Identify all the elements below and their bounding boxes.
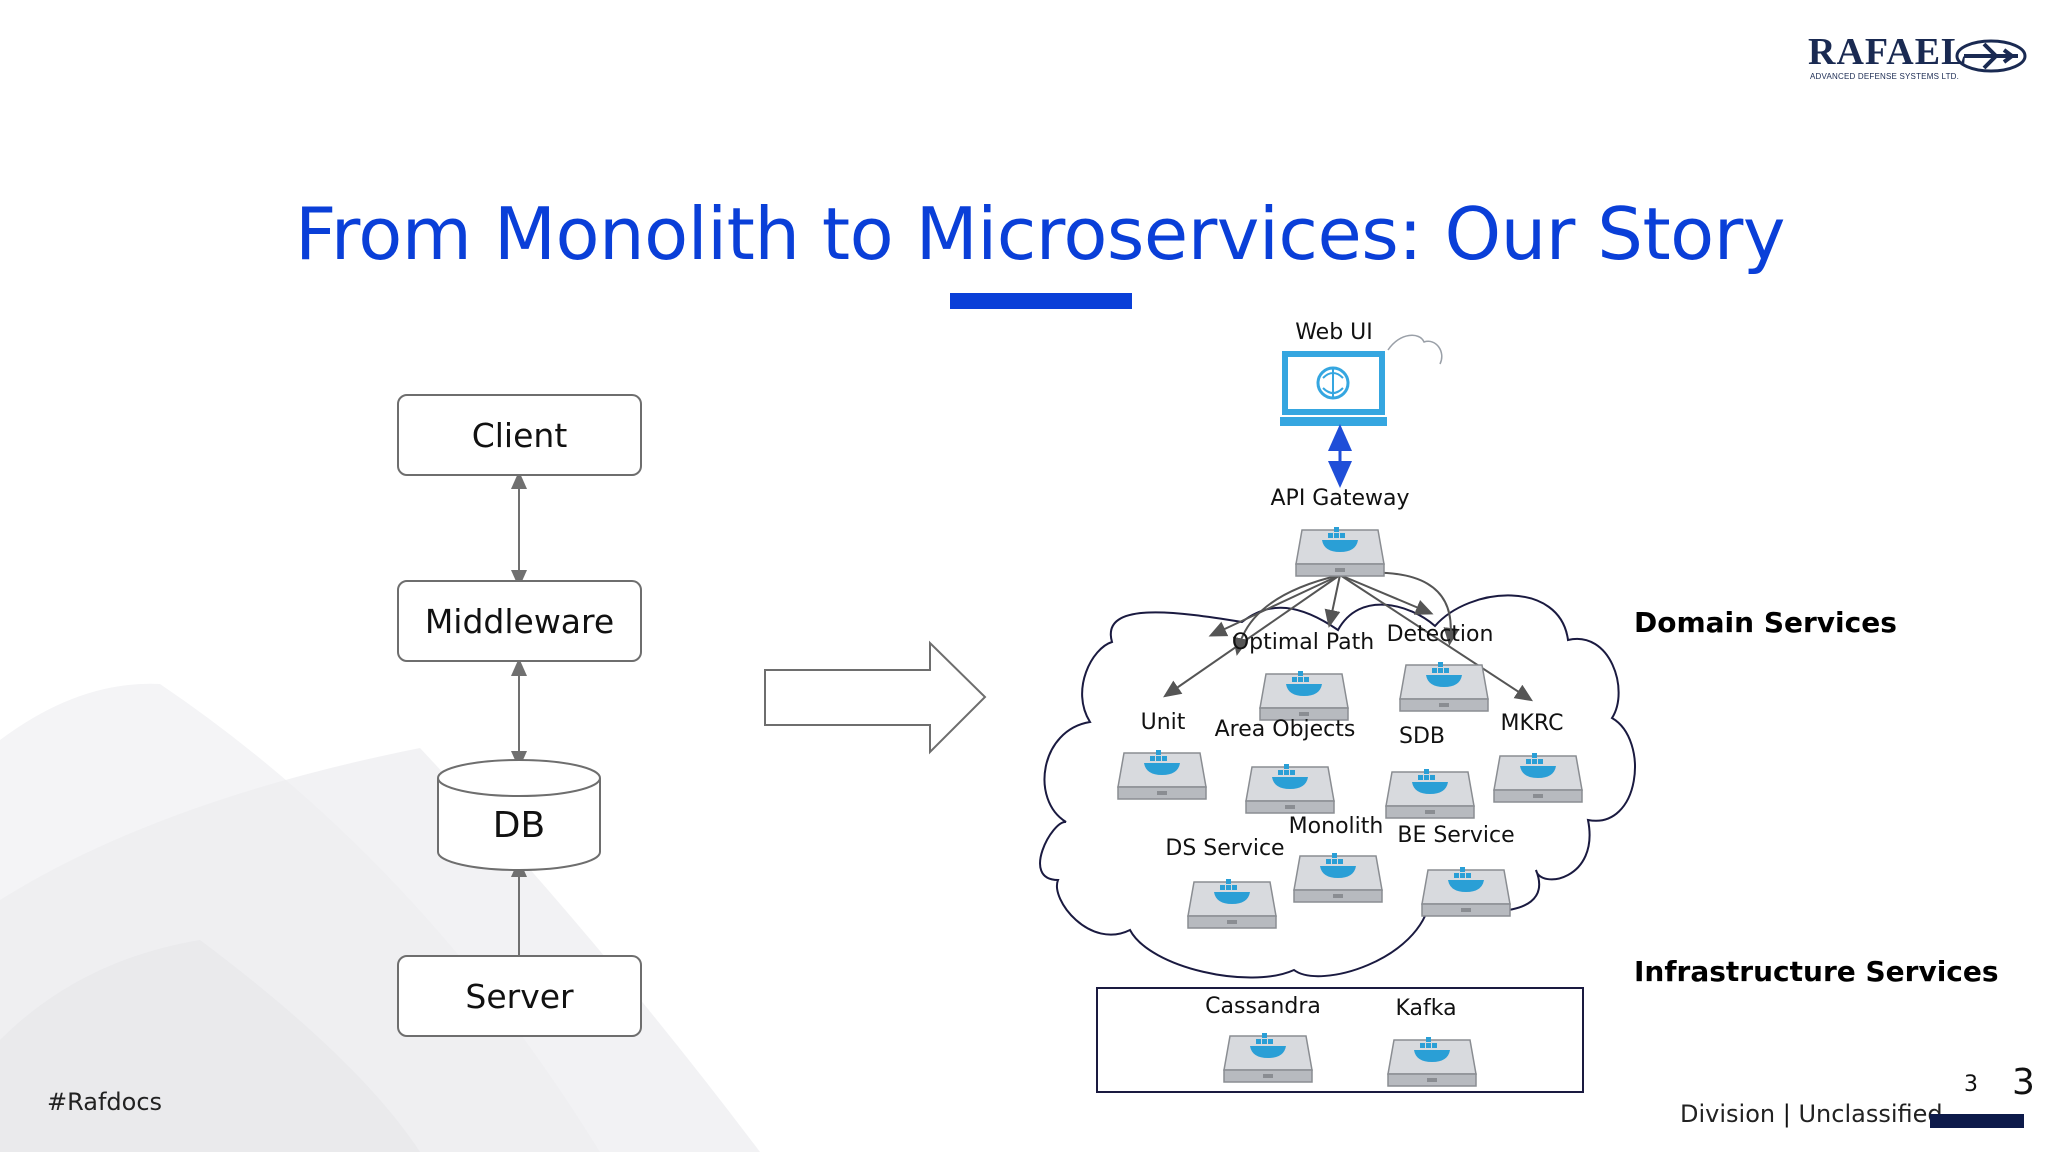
web-ui-monitor-icon <box>1280 334 1443 426</box>
logo-wordmark: RAFAEL <box>1808 31 1968 73</box>
footer-division: Division <box>1680 1100 1776 1128</box>
title-underline <box>950 293 1132 309</box>
infrastructure-services-box <box>1096 987 1584 1093</box>
footer-class-value: Unclassified <box>1798 1100 1943 1128</box>
middleware-box: Middleware <box>397 580 642 662</box>
domain-services-label: Domain Services <box>1634 606 1897 639</box>
db-cylinder <box>437 759 601 871</box>
optimal-path-label: Optimal Path <box>1231 630 1375 655</box>
sdb-label: SDB <box>1399 724 1445 749</box>
monolith-label: Monolith <box>1288 814 1384 839</box>
sdb-server-icon <box>1385 768 1475 819</box>
server-box: Server <box>397 955 642 1037</box>
footer-separator: | <box>1782 1100 1791 1128</box>
page-number-small: 3 <box>1964 1072 1978 1097</box>
area-objects-label: Area Objects <box>1214 717 1356 742</box>
transition-arrow <box>764 640 987 755</box>
infrastructure-services-label: Infrastructure Services <box>1634 955 1999 988</box>
api-gateway-server-icon <box>1295 526 1385 577</box>
footer-tag: #Rafdocs <box>47 1088 163 1116</box>
logo-subtitle: ADVANCED DEFENSE SYSTEMS LTD. <box>1810 72 1960 81</box>
detection-server-icon <box>1399 661 1489 712</box>
web-ui-label: Web UI <box>1295 320 1373 345</box>
rafael-logo: RAFAEL ADVANCED DEFENSE SYSTEMS LTD. <box>1808 30 2028 90</box>
be-service-label: BE Service <box>1397 823 1515 848</box>
optimal-path-server-icon <box>1259 670 1349 721</box>
mkrc-server-icon <box>1493 752 1583 803</box>
page-number-large: 3 <box>2012 1062 2035 1103</box>
footer-accent-bar <box>1930 1114 2024 1128</box>
api-gateway-label: API Gateway <box>1270 486 1410 511</box>
slide-title: From Monolith to Microservices: Our Stor… <box>295 192 1785 276</box>
unit-server-icon <box>1117 749 1207 800</box>
detection-label: Detection <box>1386 622 1494 647</box>
mkrc-label: MKRC <box>1500 711 1564 736</box>
be-service-server-icon <box>1421 866 1511 917</box>
cassandra-label: Cassandra <box>1205 994 1321 1019</box>
logo-plane-icon <box>1955 39 2027 73</box>
db-label: DB <box>492 804 546 846</box>
area-objects-server-icon <box>1245 763 1335 814</box>
client-box: Client <box>397 394 642 476</box>
unit-label: Unit <box>1140 710 1186 735</box>
monolith-server-icon <box>1293 852 1383 903</box>
ds-service-server-icon <box>1187 878 1277 929</box>
kafka-label: Kafka <box>1395 996 1457 1021</box>
footer-classification: Division | Unclassified <box>1680 1100 1943 1128</box>
ds-service-label: DS Service <box>1165 836 1285 861</box>
